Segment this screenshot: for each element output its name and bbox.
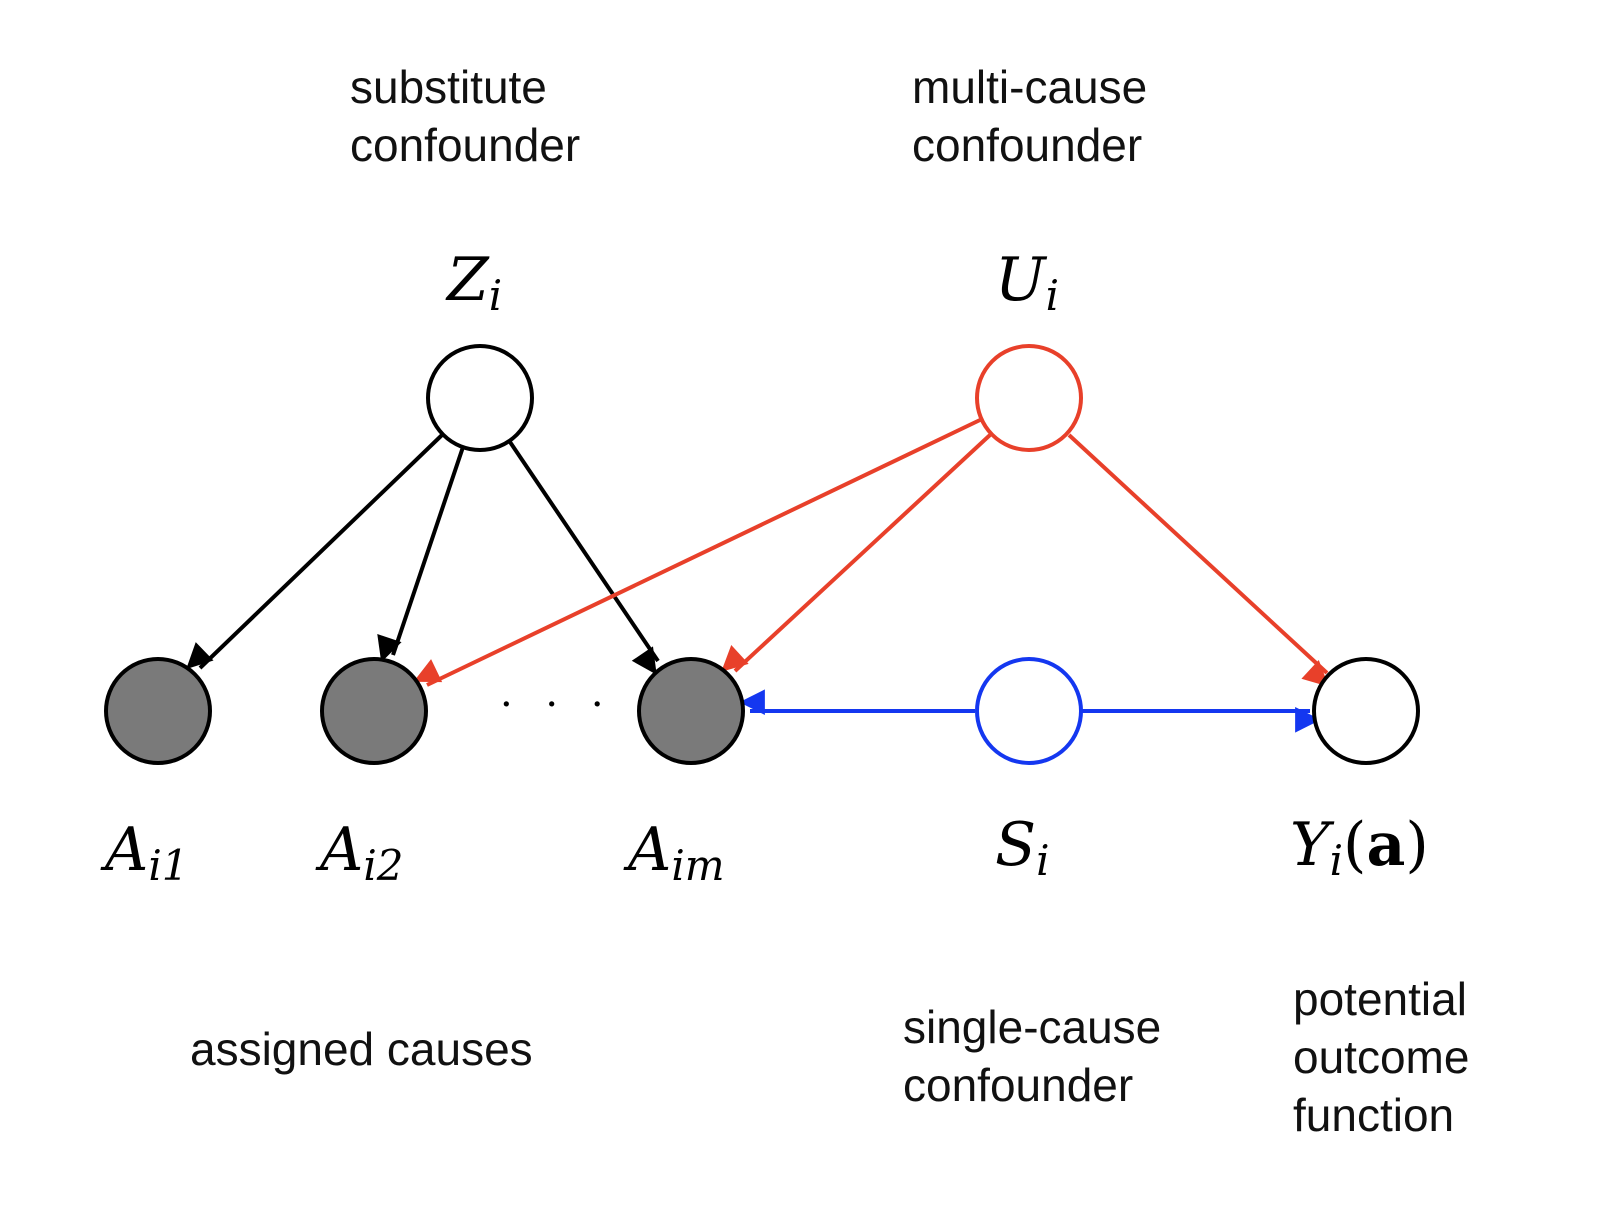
label-am: Aim: [623, 815, 725, 890]
caption-multi-cause-confounder: multi-cause confounder: [912, 61, 1160, 171]
edge-u-to-y: [1067, 433, 1329, 687]
edges: [186, 418, 1329, 733]
node-am: [637, 657, 745, 765]
caption-substitute-confounder: substitute confounder: [350, 61, 580, 171]
edge-z-to-am: [508, 440, 660, 675]
captions: substitute confounder multi-cause confou…: [190, 61, 1482, 1141]
node-a1: [104, 657, 212, 765]
nodes: [104, 344, 1420, 765]
caption-assigned-causes: assigned causes: [190, 1023, 533, 1075]
node-u: [975, 344, 1083, 452]
label-u: Ui: [995, 245, 1059, 320]
caption-single-cause-confounder: single-cause confounder: [903, 1001, 1174, 1111]
edge-u-to-am: [721, 433, 992, 673]
node-y: [1312, 657, 1420, 765]
edge-z-to-a2: [377, 446, 465, 663]
ellipsis: · · ·: [500, 682, 614, 728]
label-a2: Ai2: [315, 815, 404, 890]
label-a1: Ai1: [100, 815, 189, 890]
node-a2: [320, 657, 428, 765]
label-z: Zi: [445, 245, 502, 320]
edge-z-to-a1: [186, 433, 444, 670]
node-s: [975, 657, 1083, 765]
node-labels: Zi Ui Ai1 Ai2 Aim Si Yi(a): [100, 245, 1429, 890]
edge-u-to-a2: [413, 418, 981, 687]
label-y: Yi(a): [1290, 810, 1429, 885]
label-s: Si: [995, 810, 1050, 885]
caption-potential-outcome-function: potential outcome function: [1293, 973, 1482, 1141]
node-z: [426, 344, 534, 452]
